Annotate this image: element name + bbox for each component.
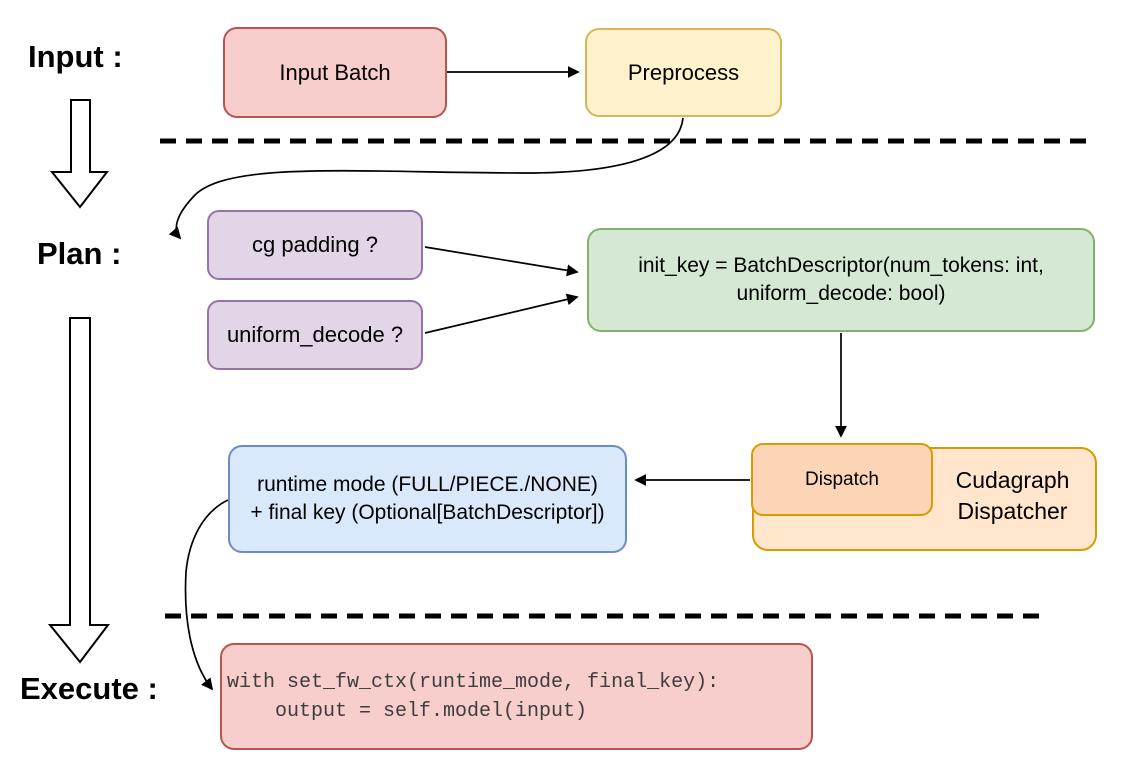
node-dispatch-label: Dispatch xyxy=(805,468,879,490)
node-init-key-line2: uniform_decode: bool) xyxy=(736,282,946,305)
node-execute-code: with set_fw_ctx(runtime_mode, final_key)… xyxy=(220,643,813,750)
node-preprocess-label: Preprocess xyxy=(627,59,740,85)
node-runtime-result-line2: + final key (Optional[BatchDescriptor]) xyxy=(250,501,605,524)
node-dispatch: Dispatch xyxy=(751,443,933,516)
node-runtime-result-line1: runtime mode (FULL/PIECE./NONE) xyxy=(257,473,598,496)
node-init-key-line1: init_key = BatchDescriptor(num_tokens: i… xyxy=(638,254,1044,277)
arrow-uniform-decode-to-init-key xyxy=(424,293,579,334)
node-uniform-decode: uniform_decode ? xyxy=(207,300,423,370)
arrow-preprocess-to-cg-padding xyxy=(168,117,684,240)
stage-label-plan: Plan : xyxy=(37,236,122,271)
node-cudagraph-dispatcher-label: Cudagraph Dispatcher xyxy=(955,467,1070,524)
node-input-batch: Input Batch xyxy=(223,27,447,118)
node-init-key: init_key = BatchDescriptor(num_tokens: i… xyxy=(587,228,1095,332)
node-execute-code-line1: with set_fw_ctx(runtime_mode, final_key)… xyxy=(227,670,720,694)
node-cg-padding-label: cg padding ? xyxy=(252,232,378,258)
input-to-plan-arrow-icon xyxy=(49,99,110,209)
node-preprocess: Preprocess xyxy=(585,28,782,117)
plan-to-execute-arrow-icon xyxy=(47,317,111,664)
node-execute-code-line2: output = self.model(input) xyxy=(227,699,588,723)
stage-label-input: Input : xyxy=(28,39,123,74)
node-runtime-result: runtime mode (FULL/PIECE./NONE) + final … xyxy=(228,445,627,553)
stage-label-execute: Execute : xyxy=(20,671,158,706)
node-input-batch-label: Input Batch xyxy=(279,59,391,85)
arrow-cg-padding-to-init-key xyxy=(424,246,579,277)
arrow-runtime-result-to-execute-code xyxy=(184,499,229,691)
node-cg-padding: cg padding ? xyxy=(207,210,423,280)
node-uniform-decode-label: uniform_decode ? xyxy=(226,322,404,348)
